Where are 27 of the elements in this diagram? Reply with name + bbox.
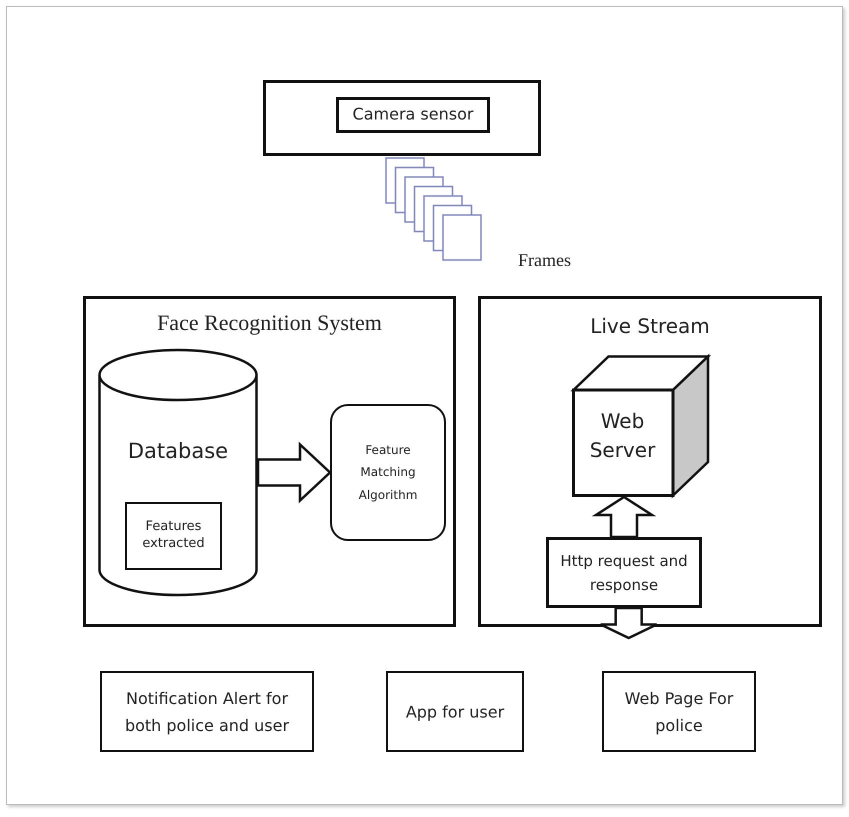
node-title: Web Server xyxy=(588,408,656,464)
node-label: App for user xyxy=(404,700,506,723)
process-box xyxy=(336,97,490,133)
output-box xyxy=(602,671,756,752)
frames-label: Frames xyxy=(518,250,571,271)
node-title: Face Recognition System xyxy=(156,309,383,337)
node-title: Database xyxy=(126,438,230,465)
node-label: Http request and response xyxy=(559,550,689,596)
database-cylinder xyxy=(98,350,258,595)
block-arrow xyxy=(592,496,656,538)
node-label: Camera sensor xyxy=(352,104,474,126)
block-arrow xyxy=(256,442,332,504)
process-box xyxy=(330,404,446,541)
camera-unit-box xyxy=(263,80,541,156)
process-box xyxy=(125,502,222,570)
system-panel xyxy=(478,296,822,627)
server-cube xyxy=(572,355,708,497)
output-box xyxy=(100,671,314,752)
node-title: Live Stream xyxy=(589,313,711,339)
node-label: Web Page For police xyxy=(624,687,734,736)
output-box xyxy=(386,671,524,752)
node-label: Features extracted xyxy=(141,519,206,553)
system-panel xyxy=(83,296,456,627)
node-label: Feature Matching Algorithm xyxy=(358,441,418,504)
process-box xyxy=(546,537,702,608)
block-arrow xyxy=(599,606,658,640)
node-label: Notification Alert for both police and user xyxy=(124,687,290,736)
